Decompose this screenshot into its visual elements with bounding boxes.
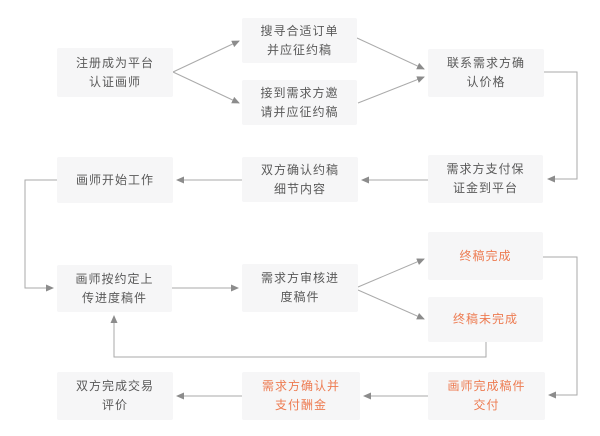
flow-node-label: 需求方支付保 (446, 162, 525, 176)
flow-node-label: 双方确认约稿 (260, 162, 339, 177)
flow-node-label: 终稿未完成 (452, 312, 518, 326)
flow-edge-review-draft--final-not-done (357, 289, 425, 320)
flow-node-label: 请并应征约稿 (260, 104, 339, 119)
flow-edge-start-work--upload-draft (24, 179, 57, 292)
flow-node-review-draft: 需求方审核进度稿件 (242, 264, 358, 312)
flow-node-label: 注册成为平台 (75, 55, 154, 70)
flow-edge-search-order--confirm-price (356, 37, 425, 70)
flow-edge-invited--confirm-price (357, 76, 425, 104)
flow-node-label: 双方完成交易 (75, 379, 154, 393)
flow-node-label: 需求方审核进 (260, 271, 339, 285)
flow-node-label: 画师开始工作 (75, 172, 154, 187)
flow-node-label: 联系需求方确 (446, 56, 525, 70)
flow-node-label: 支付酬金 (274, 398, 327, 412)
flow-edge-confirm-price--pay-deposit (544, 71, 578, 183)
flow-node-upload-draft: 画师按约定上传进度稿件 (57, 265, 172, 312)
flow-node-label: 画师按约定上 (75, 271, 154, 286)
flow-node-label: 认价格 (466, 75, 506, 89)
flow-edge-final-done--deliver (543, 256, 578, 399)
flow-node-deliver: 画师完成稿件交付 (428, 372, 545, 420)
flow-node-register: 注册成为平台认证画师 (57, 48, 173, 97)
flow-node-label: 传进度稿件 (81, 290, 147, 305)
flow-node-label: 细节内容 (273, 181, 326, 196)
flow-node-label: 并应征约稿 (266, 42, 332, 57)
flow-node-label: 搜寻合适订单 (260, 23, 339, 38)
flow-edge-review-draft--final-done (357, 258, 425, 288)
flow-node-label: 证金到平台 (452, 181, 518, 195)
flow-edge-register--invited (172, 71, 240, 104)
flow-node-confirm-detail: 双方确认约稿细节内容 (242, 157, 358, 202)
flow-node-label: 交付 (473, 398, 500, 412)
flow-node-confirm-price: 联系需求方确认价格 (428, 49, 544, 97)
flow-node-label: 画师完成稿件 (447, 379, 526, 393)
flow-node-label: 终稿完成 (459, 248, 512, 263)
flow-node-label: 认证画师 (88, 74, 141, 89)
flow-node-start-work: 画师开始工作 (57, 157, 173, 203)
flow-node-label: 度稿件 (280, 290, 320, 304)
flow-node-pay-fee: 需求方确认并支付酬金 (242, 372, 360, 420)
flow-edge-register--search-order (172, 40, 240, 73)
flow-node-label: 评价 (101, 398, 128, 412)
flow-node-label: 需求方确认并 (261, 379, 340, 393)
flow-node-invited: 接到需求方邀请并应征约稿 (242, 80, 357, 125)
flow-node-label: 接到需求方邀 (260, 85, 339, 100)
flow-node-final-done: 终稿完成 (428, 232, 543, 280)
flow-node-evaluate: 双方完成交易评价 (57, 372, 173, 420)
flow-node-final-not-done: 终稿未完成 (428, 297, 543, 342)
flow-node-search-order: 搜寻合适订单并应征约稿 (242, 18, 357, 63)
flow-node-pay-deposit: 需求方支付保证金到平台 (428, 155, 543, 203)
